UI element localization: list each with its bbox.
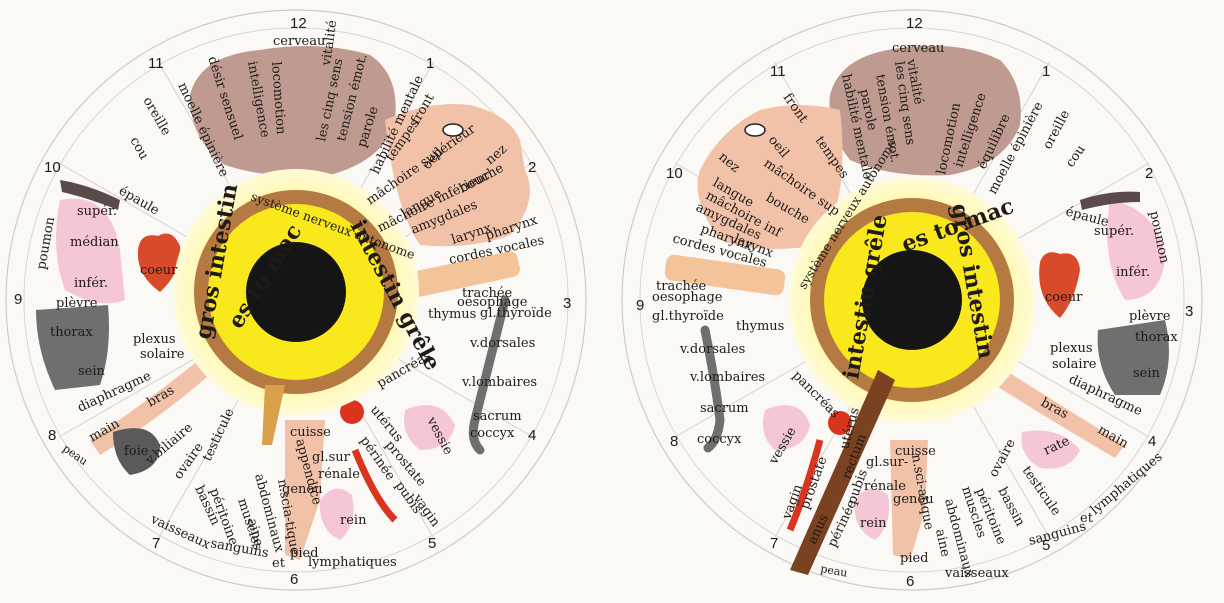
right-hour-11: 11	[770, 63, 786, 80]
label: oreille	[140, 95, 174, 139]
label: ovaire	[986, 436, 1019, 480]
label: médian	[70, 235, 119, 250]
label: gl.thyroïde	[652, 309, 724, 324]
right-hour-4: 4	[1148, 433, 1156, 450]
label: infér.	[74, 276, 108, 291]
label: v.lombaires	[461, 375, 537, 390]
left-hour-9: 9	[14, 291, 22, 308]
label: thorax	[50, 325, 93, 340]
label: cerveau	[273, 34, 325, 49]
label: gl.thyroïde	[480, 306, 552, 321]
left-hour-8: 8	[48, 427, 56, 444]
label: plexus	[133, 332, 176, 347]
label: sanguins	[1027, 519, 1088, 549]
left-hour-6: 6	[290, 571, 298, 588]
label: genou	[893, 492, 934, 507]
label: testicule	[200, 406, 238, 464]
label: sacrum	[473, 409, 522, 424]
label: rein	[340, 513, 367, 528]
left-hour-2: 2	[528, 159, 536, 176]
label: sein	[78, 364, 106, 379]
label: pied	[900, 551, 929, 566]
label: sein	[1133, 366, 1161, 381]
label: supér.	[77, 204, 117, 219]
right-hour-7: 7	[770, 535, 778, 552]
left-hour-1: 1	[426, 55, 434, 72]
label: poumon	[34, 215, 58, 270]
right-hour-10: 10	[666, 165, 683, 182]
label: cou	[1063, 142, 1089, 170]
left-stomach-tube	[262, 385, 285, 445]
label: sacrum	[700, 401, 749, 416]
label: foie	[124, 444, 149, 459]
right-hour-1: 1	[1042, 63, 1050, 80]
label: oesophage	[652, 290, 723, 305]
label: coeur	[140, 263, 178, 278]
label: coeur	[1045, 290, 1083, 305]
left-hour-12: 12	[290, 15, 307, 32]
right-hour-12: 12	[906, 15, 923, 32]
label: v.lombaires	[689, 370, 765, 385]
right-hour-2: 2	[1145, 165, 1153, 182]
label: cou	[127, 135, 152, 163]
label: infér.	[1116, 265, 1150, 280]
label: plexus	[1050, 341, 1093, 356]
label: lymphatiques	[1088, 450, 1166, 519]
label: coccyx	[697, 432, 742, 447]
label: cuisse	[290, 425, 331, 440]
right-hour-3: 3	[1185, 303, 1193, 320]
right-hour-6: 6	[906, 573, 914, 590]
label: plèvre	[1129, 309, 1171, 324]
label: vaisseaux	[944, 566, 1009, 581]
label: testicule	[1019, 464, 1064, 519]
label: thymus	[428, 307, 476, 322]
label: peau	[819, 562, 848, 580]
label: peau	[60, 442, 90, 468]
label: cerveau	[892, 41, 944, 56]
label: solaire	[1052, 357, 1097, 372]
label: oreille	[1040, 108, 1073, 152]
left-hour-5: 5	[428, 535, 436, 552]
label: gl.sur-	[866, 455, 908, 470]
label: thorax	[1135, 330, 1178, 345]
label: plèvre	[56, 296, 98, 311]
label: lymphatiques	[308, 555, 397, 570]
label: rénale	[318, 467, 360, 482]
right-hour-9: 9	[636, 297, 644, 314]
label: épaule	[116, 183, 162, 218]
label: et	[1080, 511, 1094, 526]
left-hour-7: 7	[152, 535, 160, 552]
left-hour-3: 3	[563, 295, 571, 312]
label: et	[272, 556, 286, 571]
left-hour-10: 10	[44, 159, 61, 176]
label: supér.	[1094, 224, 1134, 239]
label: coccyx	[470, 426, 515, 441]
label: v.dorsales	[679, 342, 745, 357]
label: solaire	[140, 347, 185, 362]
left-hour-11: 11	[148, 55, 164, 72]
label: rein	[860, 516, 887, 531]
label: gl.sur	[312, 450, 351, 465]
left-hour-4: 4	[528, 427, 536, 444]
right-hour-8: 8	[670, 433, 678, 450]
label: thymus	[736, 319, 784, 334]
eye-icon	[745, 124, 765, 136]
right-heart-icon	[1039, 252, 1080, 318]
label: v.dorsales	[469, 336, 535, 351]
